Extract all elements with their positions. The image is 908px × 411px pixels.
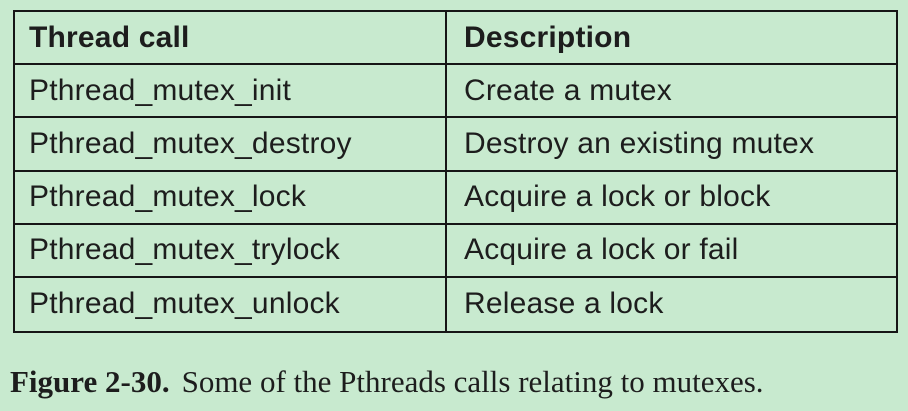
thread-call-cell: Pthread_mutex_trylock: [29, 233, 341, 267]
table-row: Pthread_mutex_unlock Release a lock: [15, 277, 896, 331]
description-cell: Destroy an existing mutex: [445, 118, 896, 170]
figure-caption-text: Some of the Pthreads calls relating to m…: [181, 364, 764, 399]
column-header-thread-call: Thread call: [29, 20, 190, 54]
thread-call-cell: Pthread_mutex_init: [29, 73, 292, 107]
table-row: Pthread_mutex_init Create a mutex: [15, 65, 896, 119]
table-header-row: Thread call Description: [15, 12, 896, 66]
table-row: Pthread_mutex_trylock Acquire a lock or …: [15, 224, 896, 278]
pthreads-mutex-table: Thread call Description Pthread_mutex_in…: [13, 10, 898, 333]
description-cell: Release a lock: [445, 277, 896, 331]
figure-caption: Figure 2-30. Some of the Pthreads calls r…: [10, 363, 900, 401]
column-header-description: Description: [445, 12, 896, 64]
figure-caption-label: Figure 2-30.: [10, 364, 170, 399]
thread-call-cell: Pthread_mutex_unlock: [29, 287, 340, 321]
table-row: Pthread_mutex_destroy Destroy an existin…: [15, 118, 896, 172]
thread-call-cell: Pthread_mutex_lock: [29, 180, 307, 214]
description-cell: Acquire a lock or block: [445, 171, 896, 223]
thread-call-cell: Pthread_mutex_destroy: [29, 126, 352, 160]
description-cell: Create a mutex: [445, 65, 896, 117]
table-row: Pthread_mutex_lock Acquire a lock or blo…: [15, 171, 896, 225]
description-cell: Acquire a lock or fail: [445, 224, 896, 276]
